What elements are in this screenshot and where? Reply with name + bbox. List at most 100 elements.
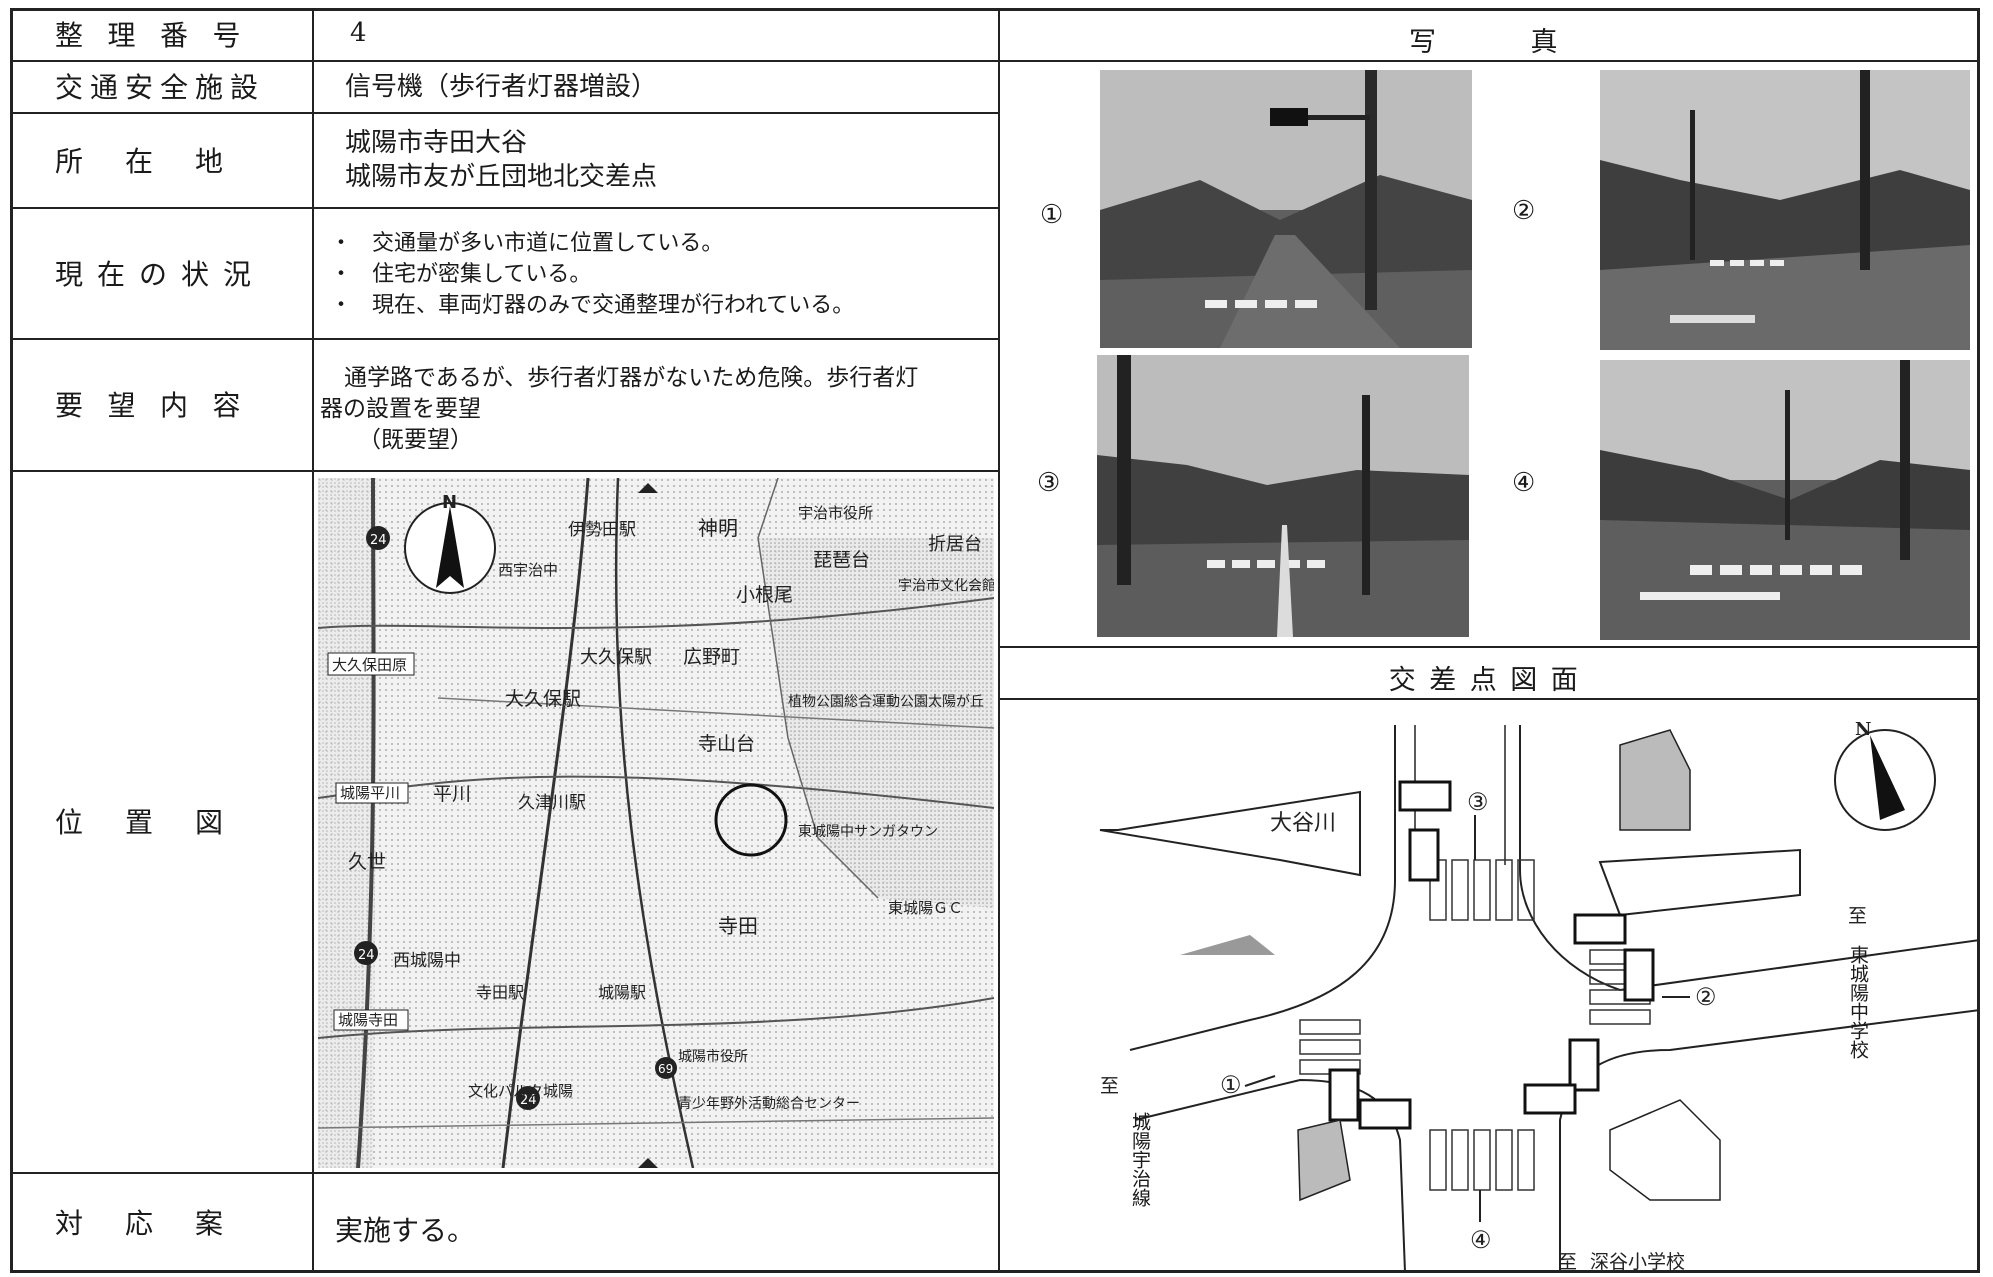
label-char: 現	[55, 257, 90, 291]
grid-line	[10, 470, 998, 472]
label-char: 望	[107, 389, 142, 422]
label-char: 図	[195, 806, 230, 839]
map-label: 小根尾	[736, 584, 793, 606]
to-south-label: 深谷小学校	[1590, 1251, 1685, 1272]
map-label: 平川	[433, 783, 471, 805]
to-east-prefix: 至	[1848, 905, 1867, 927]
label-char: 在	[125, 144, 160, 178]
label-char: 地	[195, 144, 230, 178]
current-status-value: ・交通量が多い市道に位置している。 ・住宅が密集している。 ・現在、車両灯器のみ…	[330, 228, 998, 321]
photo-number: ④	[1512, 468, 1536, 498]
photo-number: ②	[1512, 196, 1536, 226]
row-label-text: 対応案	[55, 1202, 265, 1242]
facility-value: 信号機（歩行者灯器増設）	[345, 72, 658, 102]
request-value: 通学路であるが、歩行者灯器がないため危険。歩行者灯 器の設置を要望 （既要望）	[320, 363, 988, 456]
label-char: 所	[55, 144, 90, 178]
marker-1: ①	[1220, 1071, 1242, 1099]
label-char: 要	[55, 389, 90, 422]
map-label: 大久保駅	[580, 647, 652, 668]
route24-marker: 24	[520, 1093, 537, 1108]
grid-line	[10, 1172, 998, 1174]
location-line: 城陽市友が丘団地北交差点	[345, 162, 658, 192]
label-char: 理	[107, 19, 142, 52]
map-label: 東城陽ＧＣ	[888, 899, 963, 917]
to-south-prefix: 至	[1558, 1251, 1577, 1272]
row-label-text: 位置図	[55, 801, 265, 841]
grid-line	[998, 698, 1980, 700]
label-location-map: 位置図	[10, 470, 310, 1172]
label-char: 況	[223, 257, 258, 291]
label-serial-number: 整理番号	[10, 8, 310, 60]
request-line: 通学路であるが、歩行者灯器がないため危険。歩行者灯	[344, 365, 919, 391]
label-char: 案	[195, 1207, 230, 1240]
grid-line	[10, 112, 998, 114]
label-char: 設	[230, 71, 265, 104]
map-label: 琵琶台	[813, 549, 870, 571]
map-label: 城陽市役所	[678, 1048, 748, 1065]
photos-title: 写 真	[1409, 27, 1571, 58]
route24-marker: 24	[370, 533, 387, 548]
label-char: 位	[55, 806, 90, 839]
photo-2	[1600, 70, 1970, 350]
grid-line	[10, 60, 1980, 62]
intersection-title: 交差点図面	[1388, 665, 1592, 696]
map-label: 宇治市役所	[798, 504, 873, 522]
route-label: 城陽平川	[340, 784, 400, 802]
map-label: 青少年野外活動総合センター	[678, 1096, 860, 1112]
label-response: 対応案	[10, 1172, 310, 1272]
map-label: 西城陽中	[393, 951, 461, 971]
status-bullet: ・住宅が密集している。	[330, 262, 592, 287]
photo-1	[1100, 70, 1472, 348]
location-value: 城陽市寺田大谷 城陽市友が丘団地北交差点	[345, 126, 1013, 194]
row-label-text: 現在の状況	[55, 253, 265, 293]
label-location: 所在地	[10, 112, 310, 207]
label-char: 内	[160, 389, 195, 422]
map-label: 寺田駅	[476, 983, 524, 1002]
route-label: 大久保田原	[332, 656, 407, 674]
response-value: 実施する。	[335, 1214, 476, 1247]
map-label: 植物公園総合運動公園太陽が丘	[788, 694, 984, 710]
status-bullet: ・交通量が多い市道に位置している。	[330, 231, 724, 256]
intersection-diagram: 大谷川 N ③ ②	[1000, 700, 1978, 1272]
map-label: 神明	[698, 516, 738, 540]
label-char: 安	[125, 71, 160, 104]
route-label: 城陽寺田	[338, 1011, 398, 1029]
status-bullet: ・現在、車両灯器のみで交通整理が行われている。	[330, 293, 855, 318]
grid-line	[10, 338, 998, 340]
map-label: 伊勢田駅	[568, 520, 636, 540]
map-label: 広野町	[683, 646, 740, 668]
row-label-text: 交通安全施設	[55, 66, 265, 106]
location-map: N 24 24 24 69 大久保田原 城陽平川 城陽寺田 伊勢田駅 神明 宇治…	[318, 478, 994, 1168]
label-char: 在	[97, 257, 132, 291]
label-char: 整	[55, 19, 90, 52]
row-label-text: 整理番号	[55, 14, 265, 54]
map-label: 東城陽中サンガタウン	[798, 824, 938, 840]
route24-marker: 24	[358, 948, 375, 963]
map-label: 久世	[348, 851, 386, 873]
grid-line	[998, 646, 1980, 648]
marker-3: ③	[1467, 788, 1489, 816]
grid-line	[312, 8, 314, 1273]
label-facility: 交通安全施設	[10, 60, 310, 112]
to-west-label: 城陽宇治線	[1129, 1112, 1151, 1207]
to-east-label: 東城陽中学校	[1847, 945, 1869, 1059]
map-label: 宇治市文化会館	[898, 577, 994, 594]
row-label-text: 所在地	[55, 140, 265, 180]
label-char: 施	[195, 71, 230, 104]
request-line: （既要望）	[358, 427, 473, 453]
label-char: 番	[160, 19, 195, 52]
label-request: 要望内容	[10, 338, 310, 470]
map-label: 西宇治中	[498, 561, 558, 579]
label-char: 号	[212, 19, 247, 52]
grid-line	[998, 8, 1000, 1273]
marker-2: ②	[1695, 983, 1717, 1011]
photo-number: ③	[1037, 468, 1061, 498]
map-label: 久津川駅	[518, 793, 586, 813]
map-label: 寺田	[718, 914, 758, 938]
photo-number: ①	[1040, 200, 1064, 230]
label-char: 交	[55, 71, 90, 104]
river-label: 大谷川	[1270, 811, 1336, 836]
diagram-north-label: N	[1855, 719, 1871, 740]
label-char: 置	[125, 806, 160, 839]
map-label: 城陽駅	[598, 983, 646, 1002]
